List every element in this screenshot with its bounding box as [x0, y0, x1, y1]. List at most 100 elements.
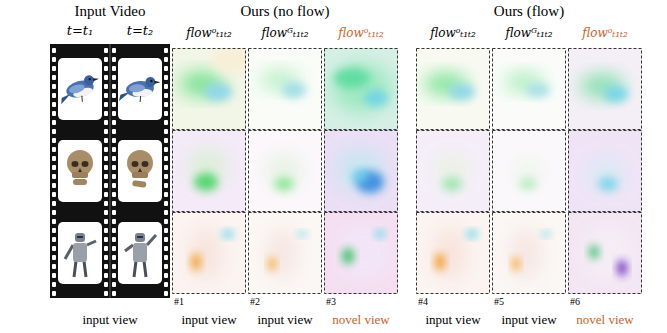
- figure-shape: [74, 261, 76, 277]
- figure-shape: [194, 173, 218, 191]
- flow-map: [172, 130, 246, 212]
- sprocket-hole: [52, 174, 56, 179]
- figure-shape: [526, 83, 550, 97]
- sprocket-hole: [52, 102, 56, 107]
- sprocket-hole: [112, 264, 116, 269]
- figure-shape: [150, 80, 153, 83]
- flow-map: [324, 212, 398, 294]
- figure-shape: [78, 168, 82, 172]
- flow-label: flowᵒₜ₁ₜ₂: [430, 27, 476, 41]
- callout-number: #3: [326, 296, 336, 308]
- sprocket-hole: [104, 66, 108, 71]
- flow-map: [568, 130, 642, 212]
- robot-figure: [65, 233, 96, 277]
- figure-shape: [118, 58, 162, 120]
- figure-shape: [274, 177, 294, 191]
- sprocket-hole: [164, 282, 168, 287]
- sprocket-hole: [112, 75, 116, 80]
- figure-shape: [332, 63, 392, 113]
- sprocket-hole: [164, 66, 168, 71]
- flow-label: flowᵒₜ₁ₜ₂: [338, 27, 384, 41]
- sprocket-hole: [104, 75, 108, 80]
- figure-shape: [72, 172, 88, 178]
- sprocket-hole: [164, 120, 168, 125]
- skull-figure: [127, 150, 153, 188]
- film-strip: [110, 44, 170, 298]
- figure-shape: [510, 228, 542, 280]
- figure-shape: [589, 245, 599, 259]
- film-strip: [50, 44, 110, 298]
- figure-shape: [297, 231, 307, 237]
- time-label: t=t₁: [67, 24, 94, 39]
- panel-border: [417, 213, 490, 294]
- sprocket-hole: [104, 84, 108, 89]
- sprocket-hole: [164, 75, 168, 80]
- figure-shape: [512, 257, 520, 271]
- figure-shape: [73, 179, 87, 185]
- figure-shape: [435, 253, 445, 271]
- sprocket-hole: [112, 57, 116, 62]
- panel-border: [173, 49, 246, 130]
- column-heading: Input Video: [75, 3, 146, 20]
- figure-shape: [140, 96, 142, 102]
- panel-border: [249, 49, 322, 130]
- sprocket-hole: [112, 147, 116, 152]
- callout-number: #2: [250, 296, 260, 308]
- video-frame: [58, 140, 102, 202]
- figure-shape: [582, 226, 634, 282]
- sprocket-hole: [52, 147, 56, 152]
- sprocket-hole: [112, 201, 116, 206]
- figure-shape: [172, 130, 246, 212]
- bird-figure: [117, 76, 162, 104]
- sprocket-hole: [52, 84, 56, 89]
- panel-border: [325, 213, 398, 294]
- sprocket-hole: [52, 219, 56, 224]
- column-heading: Ours (flow): [494, 3, 564, 20]
- view-label: input view: [257, 313, 312, 328]
- sprocket-hole: [104, 156, 108, 161]
- figure-shape: [204, 83, 232, 101]
- sprocket-hole: [112, 156, 116, 161]
- flow-map: [492, 48, 566, 130]
- figure-shape: [604, 86, 628, 102]
- panel-border: [173, 213, 246, 294]
- figure-shape: [82, 161, 89, 167]
- panel-border: [249, 213, 322, 294]
- sprocket-hole: [164, 129, 168, 134]
- figure-shape: [336, 148, 384, 192]
- sprocket-hole: [112, 219, 116, 224]
- panel-border: [569, 49, 642, 130]
- sprocket-hole: [104, 48, 108, 53]
- figure-shape: [129, 84, 146, 93]
- figure-shape: [75, 233, 85, 242]
- sprocket-hole: [104, 291, 108, 296]
- figure-shape: [352, 170, 368, 182]
- panel-border: [569, 131, 642, 212]
- panel-border: [493, 49, 566, 130]
- figure-shape: [118, 140, 162, 202]
- figure-shape: [81, 96, 84, 102]
- callout-number: #1: [174, 296, 184, 308]
- sprocket-hole: [112, 192, 116, 197]
- figure-shape: [519, 178, 537, 190]
- sprocket-hole: [164, 183, 168, 188]
- flow-map: [248, 130, 322, 212]
- sprocket-hole: [164, 84, 168, 89]
- sprocket-hole: [104, 228, 108, 233]
- sprocket-hole: [52, 237, 56, 242]
- figure-shape: [541, 231, 551, 237]
- figure-shape: [492, 130, 566, 212]
- sprocket-hole: [104, 138, 108, 143]
- callout-number: #6: [570, 296, 580, 308]
- sprocket-hole: [112, 120, 116, 125]
- figure-shape: [416, 212, 490, 294]
- sprocket-hole: [164, 93, 168, 98]
- figure-shape: [87, 241, 96, 245]
- sprocket-hole: [164, 165, 168, 170]
- sprocket-hole: [52, 210, 56, 215]
- figure-shape: [138, 168, 142, 172]
- sprocket-hole: [52, 246, 56, 251]
- sprocket-hole: [112, 174, 116, 179]
- flow-map: [172, 212, 246, 294]
- sprocket-hole: [104, 246, 108, 251]
